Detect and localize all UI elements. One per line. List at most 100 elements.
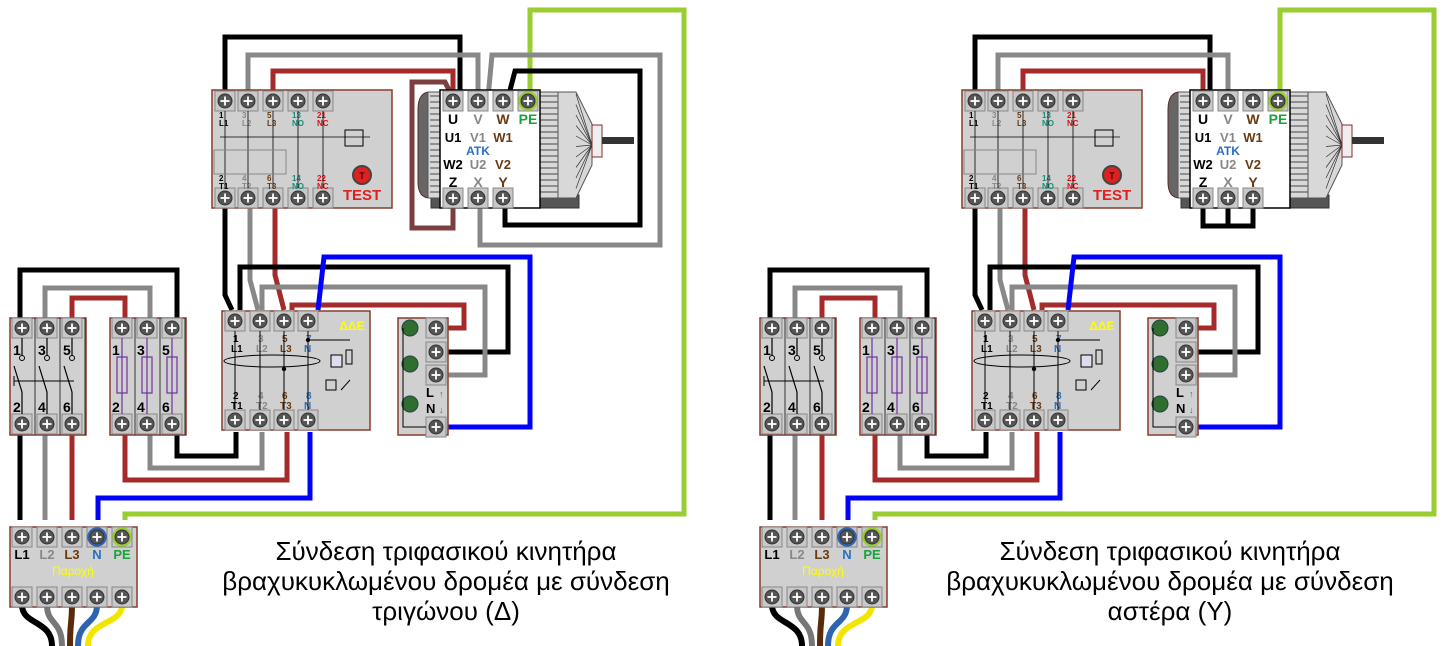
screw-terminal[interactable] [262,90,284,112]
screw-terminal[interactable] [36,526,58,548]
screw-terminal[interactable] [237,90,259,112]
screw-terminal[interactable] [811,586,833,608]
screw-terminal[interactable] [1023,409,1045,431]
screw-terminal[interactable] [273,310,295,332]
screw-terminal[interactable] [36,586,58,608]
screw-terminal[interactable] [911,317,933,339]
screw-terminal[interactable] [492,90,514,112]
screw-terminal[interactable] [1062,90,1084,112]
screw-terminal[interactable] [11,317,33,339]
screw-terminal[interactable] [467,90,489,112]
screw-terminal[interactable] [786,586,808,608]
screw-terminal[interactable] [86,526,108,548]
screw-terminal[interactable] [111,413,133,435]
screw-terminal[interactable] [517,90,539,112]
screw-terminal[interactable] [111,586,133,608]
screw-terminal[interactable] [425,317,447,339]
screw-terminal[interactable] [425,341,447,363]
screw-terminal[interactable] [11,526,33,548]
screw-terminal[interactable] [86,586,108,608]
screw-terminal[interactable] [492,187,514,209]
screw-terminal[interactable] [1192,187,1214,209]
screw-terminal[interactable] [312,90,334,112]
test-button[interactable] [1102,165,1122,185]
screw-terminal[interactable] [161,413,183,435]
screw-terminal[interactable] [786,526,808,548]
screw-terminal[interactable] [836,526,858,548]
screw-terminal[interactable] [1023,310,1045,332]
screw-terminal[interactable] [11,413,33,435]
screw-terminal[interactable] [1047,409,1069,431]
screw-terminal[interactable] [287,187,309,209]
screw-terminal[interactable] [811,526,833,548]
screw-terminal[interactable] [136,317,158,339]
screw-terminal[interactable] [262,187,284,209]
screw-terminal[interactable] [61,317,83,339]
screw-terminal[interactable] [861,413,883,435]
screw-terminal[interactable] [987,90,1009,112]
screw-terminal[interactable] [312,187,334,209]
screw-terminal[interactable] [214,187,236,209]
screw-terminal[interactable] [886,317,908,339]
screw-terminal[interactable] [237,187,259,209]
screw-terminal[interactable] [786,413,808,435]
screw-terminal[interactable] [36,413,58,435]
screw-terminal[interactable] [1012,90,1034,112]
screw-terminal[interactable] [214,90,236,112]
screw-terminal[interactable] [425,416,447,438]
screw-terminal[interactable] [273,409,295,431]
screw-terminal[interactable] [161,317,183,339]
screw-terminal[interactable] [224,409,246,431]
screw-terminal[interactable] [61,526,83,548]
screw-terminal[interactable] [1037,187,1059,209]
screw-terminal[interactable] [1037,90,1059,112]
screw-terminal[interactable] [249,310,271,332]
screw-terminal[interactable] [1175,317,1197,339]
screw-terminal[interactable] [287,90,309,112]
screw-terminal[interactable] [761,413,783,435]
screw-terminal[interactable] [249,409,271,431]
screw-terminal[interactable] [11,586,33,608]
screw-terminal[interactable] [886,413,908,435]
screw-terminal[interactable] [811,317,833,339]
screw-terminal[interactable] [224,310,246,332]
screw-terminal[interactable] [1192,90,1214,112]
screw-terminal[interactable] [1175,341,1197,363]
screw-terminal[interactable] [111,317,133,339]
screw-terminal[interactable] [987,187,1009,209]
screw-terminal[interactable] [111,526,133,548]
screw-terminal[interactable] [836,586,858,608]
screw-terminal[interactable] [964,187,986,209]
screw-terminal[interactable] [911,413,933,435]
screw-terminal[interactable] [811,413,833,435]
screw-terminal[interactable] [1012,187,1034,209]
screw-terminal[interactable] [136,413,158,435]
screw-terminal[interactable] [1242,187,1264,209]
screw-terminal[interactable] [442,90,464,112]
screw-terminal[interactable] [1047,310,1069,332]
screw-terminal[interactable] [861,317,883,339]
screw-terminal[interactable] [61,586,83,608]
screw-terminal[interactable] [974,409,996,431]
screw-terminal[interactable] [999,310,1021,332]
screw-terminal[interactable] [861,526,883,548]
screw-terminal[interactable] [761,526,783,548]
screw-terminal[interactable] [61,413,83,435]
screw-terminal[interactable] [36,317,58,339]
screw-terminal[interactable] [1217,90,1239,112]
screw-terminal[interactable] [1242,90,1264,112]
screw-terminal[interactable] [297,310,319,332]
screw-terminal[interactable] [999,409,1021,431]
screw-terminal[interactable] [1217,187,1239,209]
screw-terminal[interactable] [467,187,489,209]
screw-terminal[interactable] [1267,90,1289,112]
screw-terminal[interactable] [964,90,986,112]
screw-terminal[interactable] [761,317,783,339]
screw-terminal[interactable] [1062,187,1084,209]
test-button[interactable] [352,165,372,185]
screw-terminal[interactable] [1175,364,1197,386]
screw-terminal[interactable] [1175,416,1197,438]
screw-terminal[interactable] [974,310,996,332]
screw-terminal[interactable] [761,586,783,608]
screw-terminal[interactable] [425,364,447,386]
